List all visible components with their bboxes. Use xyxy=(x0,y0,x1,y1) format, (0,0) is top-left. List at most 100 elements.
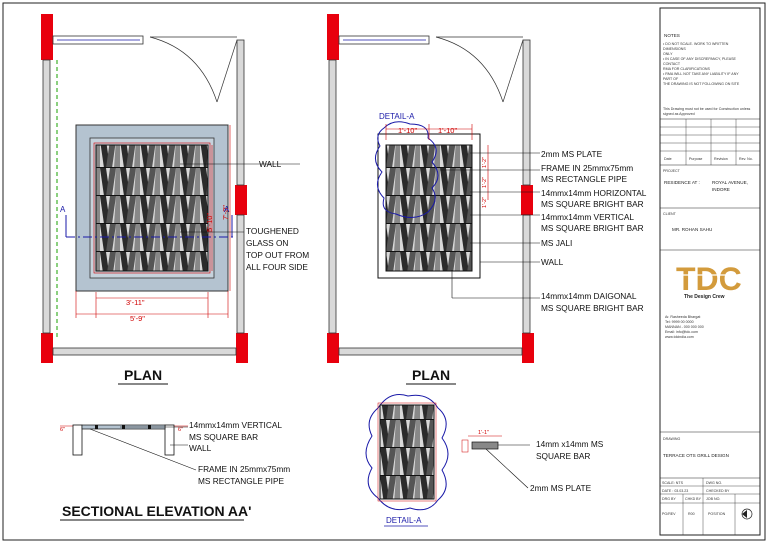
drawing-heading: DRAWING xyxy=(663,437,680,441)
firm-detail: Email: info@tdc.com xyxy=(665,330,698,334)
firm-detail: www.tdcindia.com xyxy=(665,335,694,339)
dim-inner-width: 3'-11" xyxy=(126,298,145,307)
project-address: INDORE xyxy=(712,187,730,192)
left-plan: 3'-11" 5'-9" 5'-10" 7'-8" A A WALL TOUGH… xyxy=(41,14,309,385)
label-diagonal-bar-2: MS SQUARE BRIGHT BAR xyxy=(541,303,644,313)
right-plan-title: PLAN xyxy=(412,367,450,383)
dim-outer-width: 5'-9" xyxy=(130,314,145,323)
north-arrow-icon xyxy=(741,508,753,520)
detail-bar xyxy=(471,441,499,450)
note-line: PART OF xyxy=(663,77,679,81)
label-vertical-bar-2: MS SQUARE BRIGHT BAR xyxy=(541,223,644,233)
label-frame: FRAME IN 25mmx75mm xyxy=(541,163,633,173)
section-title: SECTIONAL ELEVATION AA' xyxy=(62,503,252,519)
wall-block xyxy=(41,14,53,60)
note-line: ONLY xyxy=(663,52,673,56)
label-detail-bar-1: 14mm x14mm MS xyxy=(536,439,604,449)
dim-side-2: 1'-2" xyxy=(482,177,488,188)
chkd-by-label: CHKD BY xyxy=(685,497,702,501)
drg-by-label: DRG BY xyxy=(662,497,676,501)
wall-block xyxy=(235,185,247,215)
construction-note: signed as Approved xyxy=(663,112,695,116)
label-section-pipe: MS RECTANGLE PIPE xyxy=(198,476,285,486)
firm-detail: Ar. Rasheeda Bhargat xyxy=(665,315,700,319)
firm-detail: Tel: 9999 00 0000 xyxy=(665,320,694,324)
section-wall-right xyxy=(164,424,175,456)
label-vertical-bar: 14mmx14mm VERTICAL xyxy=(541,212,634,222)
label-diagonal-bar: 14mmx14mm DAIGONAL xyxy=(541,291,637,301)
note-line: CONTACT xyxy=(663,62,681,66)
sectional-elevation: 6" 6" 14mmx14mm VERTICAL MS SQUARE BAR W… xyxy=(60,420,290,521)
note-line: • IN CASE OF ANY DISCREPANCY, PLEASE xyxy=(663,57,737,61)
note-line: • DO NOT SCALE. WORK TO WRITTEN xyxy=(663,42,729,46)
project-name: RESIDENCE AT : xyxy=(664,180,700,185)
date-label: DATE : 03.03.23 xyxy=(662,489,688,493)
wall-block xyxy=(521,185,533,215)
revision-value: R00 xyxy=(688,512,695,516)
left-plan-title: PLAN xyxy=(124,367,162,383)
label-glass-3: TOP OUT FROM xyxy=(246,250,309,260)
note-line: RMA FOR CLARIFICATIONS xyxy=(663,67,710,71)
jali-panel xyxy=(95,144,209,272)
rev-header: Date xyxy=(664,157,672,161)
grill-jali xyxy=(385,144,473,272)
wall-block xyxy=(327,333,339,363)
sheet-border xyxy=(2,2,766,541)
label-glass-1: TOUGHENED xyxy=(246,226,299,236)
dwg-no-label: DWG NO. xyxy=(706,481,722,485)
dim-inner-height: 5'-10" xyxy=(205,213,214,232)
rev-header: Purpose xyxy=(689,157,702,161)
project-address: ROYAL AVENUE, xyxy=(712,180,748,185)
job-no-label: JOB NO. xyxy=(706,497,720,501)
wall-block xyxy=(327,14,339,60)
label-section-square: MS SQUARE BAR xyxy=(189,432,258,442)
rev-header: Revision xyxy=(714,157,728,161)
label-wall-right: WALL xyxy=(541,257,564,267)
dim-detail-bar: 1'-1" xyxy=(478,430,489,436)
title-block: NOTES • DO NOT SCALE. WORK TO WRITTEN DI… xyxy=(659,7,761,536)
detail-a-cloud xyxy=(365,394,449,511)
label-glass-4: ALL FOUR SIDE xyxy=(246,262,308,272)
client-heading: CLIENT xyxy=(663,212,677,216)
detail-cloud xyxy=(375,121,439,218)
label-horizontal-bar: 14mmx14mm HORIZONTAL xyxy=(541,188,647,198)
right-plan: DETAIL-A 1'-10" 1'-10" 1'-2" 1'-2" 1'-2"… xyxy=(327,14,647,385)
position-label: POSITION xyxy=(708,512,726,516)
label-detail-plate: 2mm MS PLATE xyxy=(530,483,592,493)
dim-outer-height: 7'-8" xyxy=(221,205,230,220)
label-horizontal-bar-2: MS SQUARE BRIGHT BAR xyxy=(541,199,644,209)
label-glass-2: GLASS ON xyxy=(246,238,288,248)
detail-label-plan: DETAIL-A xyxy=(379,112,415,121)
checked-by-label: CHECKED BY xyxy=(706,489,730,493)
construction-note: This Drawing must not be used for Constr… xyxy=(663,107,750,111)
note-line: • RMA WILL NOT TAKE ANY LIABILITY IF ANY xyxy=(663,72,739,76)
dim-side-1: 1'-2" xyxy=(482,157,488,168)
wall-bottom xyxy=(52,347,237,356)
firm-detail: MANNAN - 000 000 000 xyxy=(665,325,704,329)
label-section-frame: FRAME IN 25mmx75mm xyxy=(198,464,290,474)
logo-subtitle: The Design Crew xyxy=(684,294,725,300)
label-ms-jali: MS JALI xyxy=(541,238,572,248)
project-heading: PROJECT xyxy=(663,169,681,173)
wall-left xyxy=(42,59,51,334)
note-line: THE DRAWING IS NOT FOLLOWING ON SITE xyxy=(663,82,740,86)
label-ms-plate: 2mm MS PLATE xyxy=(541,149,603,159)
section-mark-left: A xyxy=(60,205,66,214)
wall-block xyxy=(41,333,53,363)
label-section-vertical: 14mmx14mm VERTICAL xyxy=(189,420,282,430)
rev-header: Rev. No. xyxy=(739,157,753,161)
dim-top-right: 1'-10" xyxy=(438,126,457,135)
scale-label: SCALE: NTS xyxy=(662,481,684,485)
drawing-title: TERRACE OTS GRILL DESIGN xyxy=(663,453,729,458)
wall-block xyxy=(522,333,534,363)
label-detail-bar-2: SQUARE BAR xyxy=(536,451,590,461)
detail-a: DETAIL-A 1'-1" 14mm x14mm MS SQUARE BAR … xyxy=(365,394,604,527)
section-wall-left xyxy=(72,424,83,456)
dim-side-3: 1'-2" xyxy=(482,197,488,208)
dim-top-left: 1'-10" xyxy=(398,126,417,135)
client-name: MR. ROHAN SAHU xyxy=(672,227,712,232)
detail-a-jali xyxy=(379,404,435,500)
door-swing xyxy=(149,36,218,103)
